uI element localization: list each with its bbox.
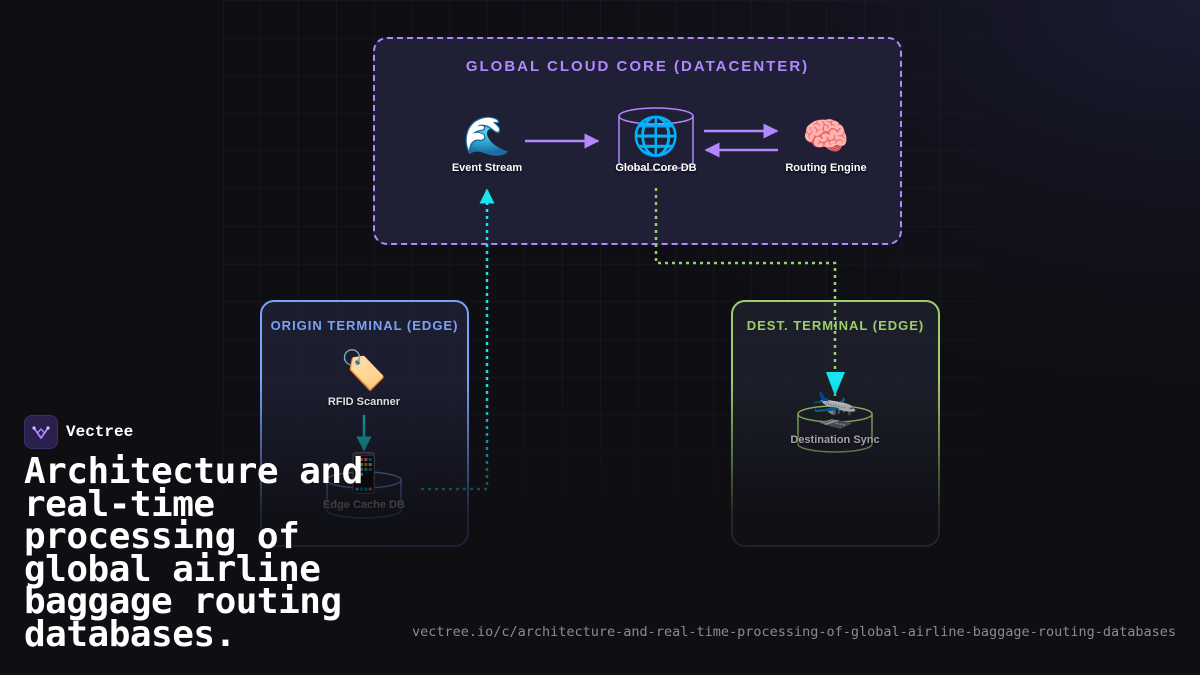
globe-icon: 🌐 <box>632 114 680 158</box>
edge-cache-to-event-stream <box>421 188 495 491</box>
airplane-icon: 🛬 <box>811 386 859 430</box>
node-routing-engine[interactable]: 🧠 Routing Engine <box>761 114 891 174</box>
global-core-db-cylinder <box>618 107 694 171</box>
brain-icon: 🧠 <box>802 114 850 158</box>
page-url[interactable]: vectree.io/c/architecture-and-real-time-… <box>411 624 1176 640</box>
brand[interactable]: Vectree <box>24 415 133 449</box>
node-destination-sync[interactable]: 🛬 Destination Sync <box>770 386 900 446</box>
tag-icon: 🏷️ <box>340 348 388 392</box>
node-label: Destination Sync <box>790 434 880 446</box>
cloud-core-container: GLOBAL CLOUD CORE (DATACENTER) <box>373 37 902 245</box>
cloud-core-title: GLOBAL CLOUD CORE (DATACENTER) <box>465 58 810 75</box>
node-label: Global Core DB <box>615 162 697 174</box>
node-label: RFID Scanner <box>327 396 401 408</box>
origin-terminal-title: ORIGIN TERMINAL (EDGE) <box>270 318 459 333</box>
vectree-logo-icon <box>24 415 58 449</box>
node-event-stream[interactable]: 🌊 Event Stream <box>422 114 552 174</box>
page-title: Architecture and real-time processing of… <box>24 451 363 655</box>
wave-icon: 🌊 <box>463 114 511 158</box>
node-global-core-db[interactable]: 🌐 Global Core DB <box>591 114 721 174</box>
edge-core-db-to-destination <box>654 188 837 396</box>
brand-name: Vectree <box>66 423 134 441</box>
node-label: Routing Engine <box>785 162 867 174</box>
node-label: Event Stream <box>451 162 523 174</box>
node-rfid-scanner[interactable]: 🏷️ RFID Scanner <box>299 348 429 408</box>
